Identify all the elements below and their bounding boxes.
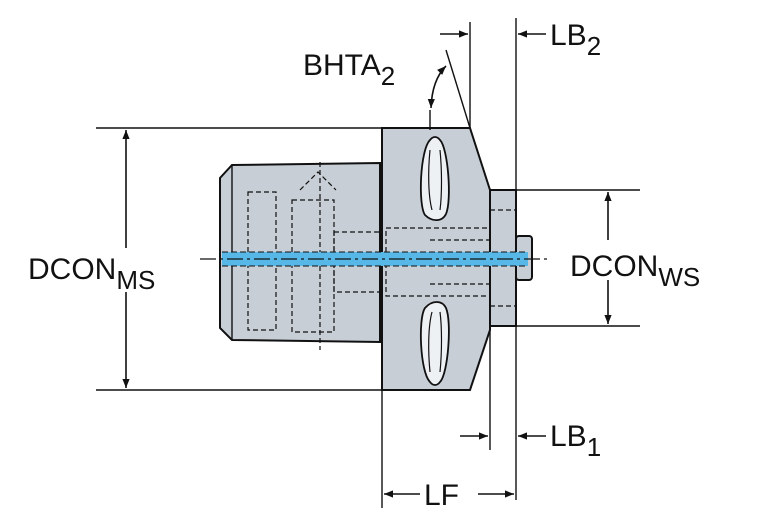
label-lb1: LB1 (550, 420, 601, 462)
label-dcon-ws: DCONWS (570, 250, 700, 292)
label-bhta2: BHTA2 (303, 49, 395, 91)
dimension-bhta2 (427, 49, 471, 130)
dimension-dcon-ms (96, 127, 382, 391)
label-dcon-ms: DCONMS (28, 253, 155, 295)
dimension-lf (381, 390, 514, 508)
label-lb2: LB2 (550, 19, 601, 61)
drive-slot-bottom (420, 301, 450, 386)
dimension-lb1 (460, 326, 546, 500)
dimension-lb2 (440, 18, 546, 190)
drive-slot-top (419, 136, 450, 222)
label-lf: LF (424, 479, 459, 512)
coolant-channel (200, 251, 548, 267)
dimension-dcon-ws (516, 189, 640, 327)
